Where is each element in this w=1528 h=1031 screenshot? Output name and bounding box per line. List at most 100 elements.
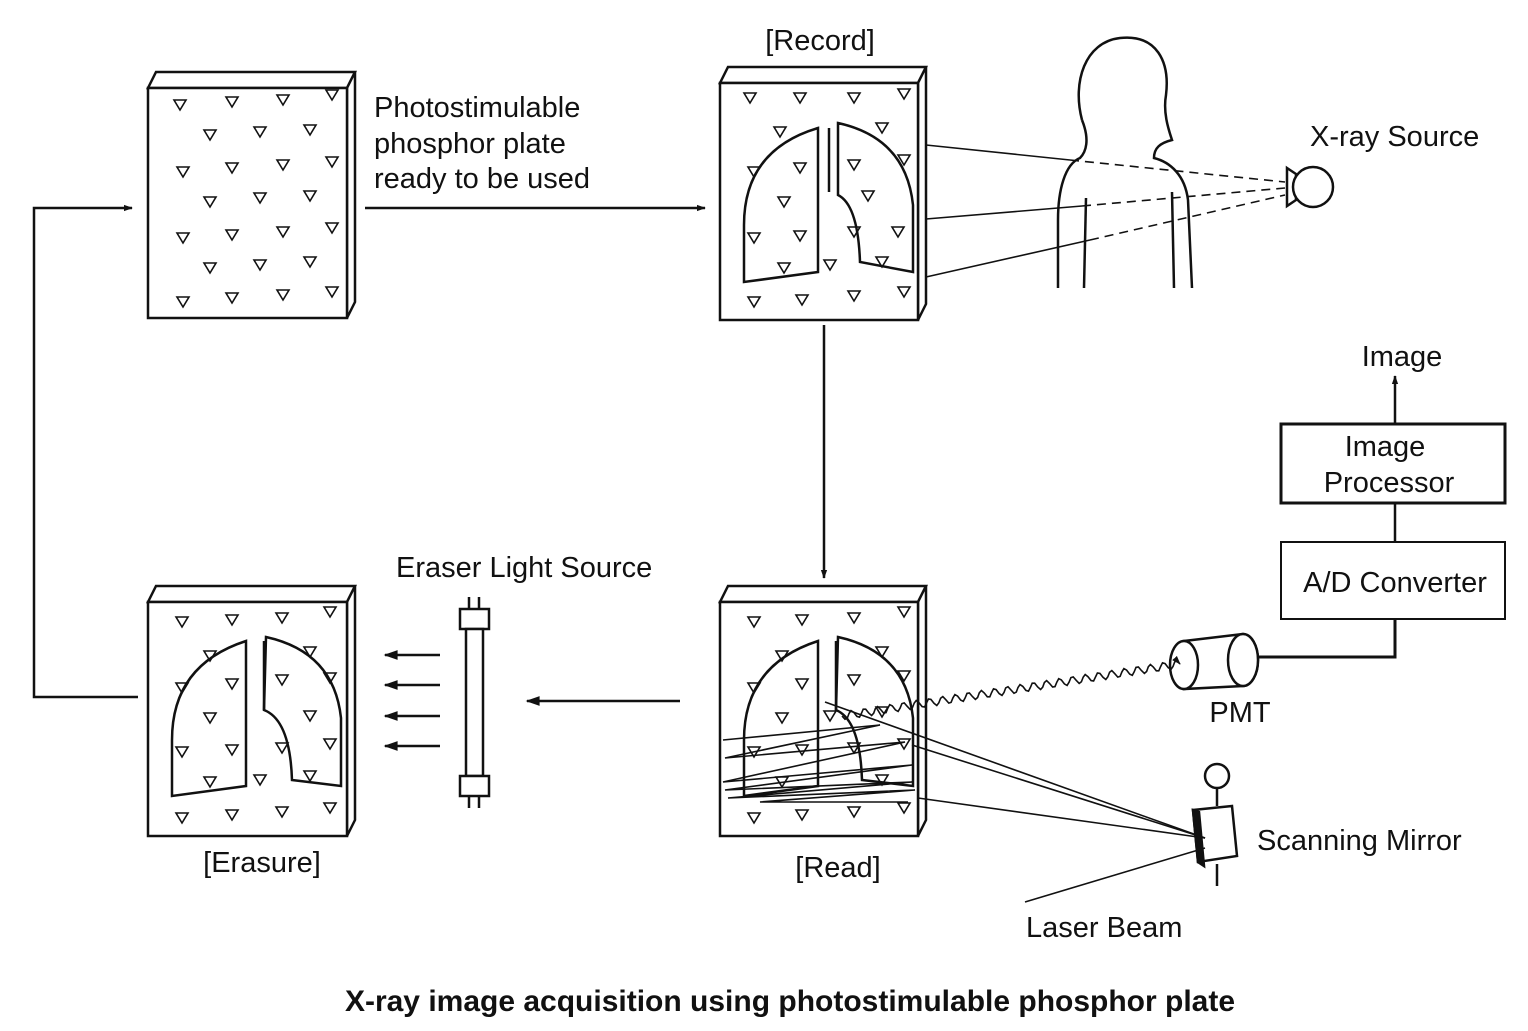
laser-beam-lines [824,701,1206,903]
erasure-label: [Erasure] [203,847,321,879]
emitted-light-wave [841,655,1181,721]
phosphor-grain-icon [322,606,338,619]
phosphor-grain-icon [846,674,862,687]
phosphor-grain-icon [224,678,240,691]
phosphor-grain-icon [274,674,290,687]
pmt-icon [1168,632,1260,691]
phosphor-grain-icon [174,812,190,825]
phosphor-grain-icon [746,232,762,245]
phosphor-grain-icon [175,232,191,245]
arrow-erasure-to-ready [32,204,138,699]
plate-ready-label-3: ready to be used [374,163,590,195]
image-output-label: Image [1362,341,1443,373]
phosphor-grain-icon [322,802,338,815]
phosphor-grain-icon [202,712,218,725]
phosphor-grain-icon [172,99,188,112]
laser-scan-lines [722,724,916,803]
phosphor-grain-icon [302,256,318,269]
phosphor-grain-icon [896,606,912,619]
phosphor-grain-icon [896,286,912,299]
phosphor-grain-icon [774,712,790,725]
phosphor-grain-icon [822,710,838,723]
phosphor-grain-icon [746,812,762,825]
phosphor-grain-icon [896,670,912,683]
phosphor-grain-icon [252,126,268,139]
phosphor-grain-icon [275,226,291,239]
phosphor-grain-icon [202,776,218,789]
phosphor-grain-icon [175,166,191,179]
phosphor-grain-icon [746,682,762,695]
phosphor-grain-icon [324,156,340,169]
phosphor-grain-icon [302,646,318,659]
phosphor-grain-icon [275,94,291,107]
phosphor-grain-icon [175,296,191,309]
plate-read [717,584,929,838]
phosphor-grain-icon [846,290,862,303]
phosphor-grain-icon [890,226,906,239]
phosphor-grain-icon [302,124,318,137]
phosphor-grain-icon [275,159,291,172]
phosphor-grain-icon [174,616,190,629]
phosphor-grain-icon [324,89,340,102]
image-processor-box [1279,422,1507,505]
phosphor-grain-icon [822,259,838,272]
phosphor-grain-icon [772,126,788,139]
eraser-light-source-label: Eraser Light Source [396,552,652,584]
phosphor-grain-icon [252,259,268,272]
phosphor-grain-icon [324,286,340,299]
phosphor-grain-icon [794,744,810,757]
phosphor-grain-icon [302,710,318,723]
record-label: [Record] [765,25,875,57]
phosphor-grain-icon [896,88,912,101]
phosphor-grain-icon [874,256,890,269]
phosphor-grain-icon [324,222,340,235]
phosphor-grain-icon [742,92,758,105]
figure-caption: X-ray image acquisition using photostimu… [345,985,1235,1018]
phosphor-grain-icon [792,162,808,175]
phosphor-grain-icon [322,672,338,685]
phosphor-grain-icon [202,196,218,209]
phosphor-grain-icon [794,678,810,691]
phosphor-grain-icon [274,612,290,625]
phosphor-grain-icon [174,682,190,695]
patient-silhouette [1056,36,1194,289]
phosphor-grain-icon [202,129,218,142]
phosphor-grain-icon [202,262,218,275]
phosphor-grain-icon [746,616,762,629]
phosphor-grain-icon [302,190,318,203]
phosphor-grain-icon [746,296,762,309]
image-processor-label-1: Image [1345,431,1426,463]
phosphor-grain-icon [252,192,268,205]
ad-converter-label: A/D Converter [1303,567,1487,599]
phosphor-grain-icon [794,614,810,627]
phosphor-grain-icon [224,292,240,305]
pmt-label: PMT [1209,697,1271,729]
phosphor-grain-icon [224,96,240,109]
phosphor-grain-icon [896,738,912,751]
phosphor-grain-icon [846,806,862,819]
read-label: [Read] [795,852,880,884]
phosphor-grain-icon [224,229,240,242]
image-processor-label-2: Processor [1324,467,1455,499]
plate-record [717,65,929,322]
phosphor-grain-icon [794,294,810,307]
phosphor-grain-icon [224,809,240,822]
xray-source-label: X-ray Source [1310,121,1479,153]
phosphor-grain-icon [776,196,792,209]
phosphor-grain-icon [274,742,290,755]
phosphor-grain-icon [860,190,876,203]
phosphor-grain-icon [302,770,318,783]
phosphor-grain-icon [846,226,862,239]
phosphor-grain-icon [874,774,890,787]
flow-arrows [32,204,828,751]
phosphor-grain-icon [792,230,808,243]
phosphor-grain-icon [202,650,218,663]
phosphor-grain-icon [774,650,790,663]
phosphor-grain-icon [224,162,240,175]
phosphor-grain-icon [224,744,240,757]
link-converter-pmt [1256,619,1397,659]
plate-erasure [145,584,358,838]
phosphor-grain-icon [224,614,240,627]
phosphor-grain-icon [792,92,808,105]
